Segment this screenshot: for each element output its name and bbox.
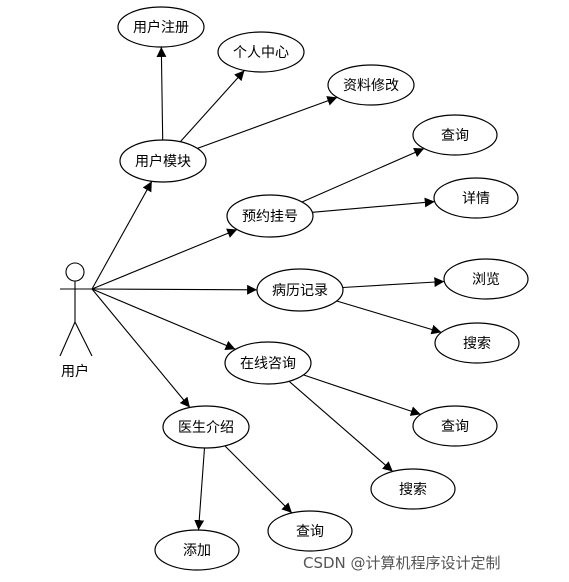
node-consult-label: 在线咨询 — [240, 356, 296, 372]
node-register: 用户注册 — [117, 6, 205, 48]
edge-doctor-intro-to-doctor-add — [194, 447, 206, 531]
edge-user-module-to-personal-center — [179, 70, 245, 143]
node-profile-edit-label: 资料修改 — [343, 78, 399, 94]
node-appointment-detail-label: 详情 — [462, 191, 490, 207]
edge-user-module-to-register — [156, 46, 167, 141]
node-appointment-label: 预约挂号 — [242, 209, 298, 225]
actor-left-leg — [59, 321, 76, 357]
node-records-browse-label: 浏览 — [472, 272, 500, 288]
node-doctor-query-label: 查询 — [296, 524, 324, 540]
edge-actor-to-appointment — [91, 228, 238, 290]
node-profile-edit: 资料修改 — [327, 64, 415, 106]
node-records-search-label: 搜索 — [463, 335, 491, 352]
node-doctor-intro-label: 医生介绍 — [178, 420, 234, 436]
node-doctor-intro: 医生介绍 — [162, 405, 250, 449]
node-appointment-detail: 详情 — [433, 177, 519, 219]
edge-actor-to-consult — [91, 288, 236, 351]
edge-records-to-records-browse — [342, 277, 445, 289]
node-appointment-query: 查询 — [412, 114, 498, 156]
actor-right-leg — [74, 321, 93, 357]
node-records-browse: 浏览 — [443, 258, 529, 300]
edge-actor-to-user-module — [91, 181, 153, 290]
edge-consult-to-consult-search — [288, 380, 394, 472]
node-appointment: 预约挂号 — [226, 194, 314, 238]
edge-appointment-to-appointment-query — [301, 147, 425, 203]
node-records-label: 病历记录 — [272, 283, 328, 299]
edge-user-module-to-profile-edit — [197, 96, 338, 149]
node-personal-center: 个人中心 — [217, 31, 305, 73]
node-records-search: 搜索 — [434, 322, 520, 364]
edge-consult-to-consult-query — [303, 374, 421, 416]
node-register-label: 用户注册 — [133, 19, 189, 36]
edge-appointment-to-appointment-detail — [312, 197, 435, 213]
node-doctor-add-label: 添加 — [183, 543, 211, 559]
edge-actor-to-records — [91, 284, 258, 295]
edge-records-to-records-search — [336, 300, 442, 335]
node-personal-center-label: 个人中心 — [233, 45, 289, 61]
edge-doctor-intro-to-doctor-query — [224, 445, 293, 514]
actor-user: 用户 — [59, 262, 93, 380]
node-consult-search-label: 搜索 — [399, 481, 427, 498]
node-appointment-query-label: 查询 — [441, 128, 469, 144]
node-doctor-query: 查询 — [267, 510, 353, 552]
edges-layer — [91, 46, 445, 531]
watermark-text: CSDN @计算机程序设计定制 — [303, 554, 501, 572]
node-consult-search: 搜索 — [370, 468, 456, 510]
node-doctor-add: 添加 — [154, 529, 240, 571]
node-consult: 在线咨询 — [224, 341, 312, 385]
node-consult-query: 查询 — [412, 405, 498, 447]
actor-head — [65, 262, 85, 282]
edge-actor-to-doctor-intro — [91, 288, 191, 408]
node-user-module-label: 用户模块 — [135, 153, 191, 170]
node-records: 病历记录 — [256, 268, 344, 312]
node-consult-query-label: 查询 — [441, 419, 469, 435]
actor-label: 用户 — [61, 363, 89, 380]
node-user-module: 用户模块 — [119, 139, 207, 183]
